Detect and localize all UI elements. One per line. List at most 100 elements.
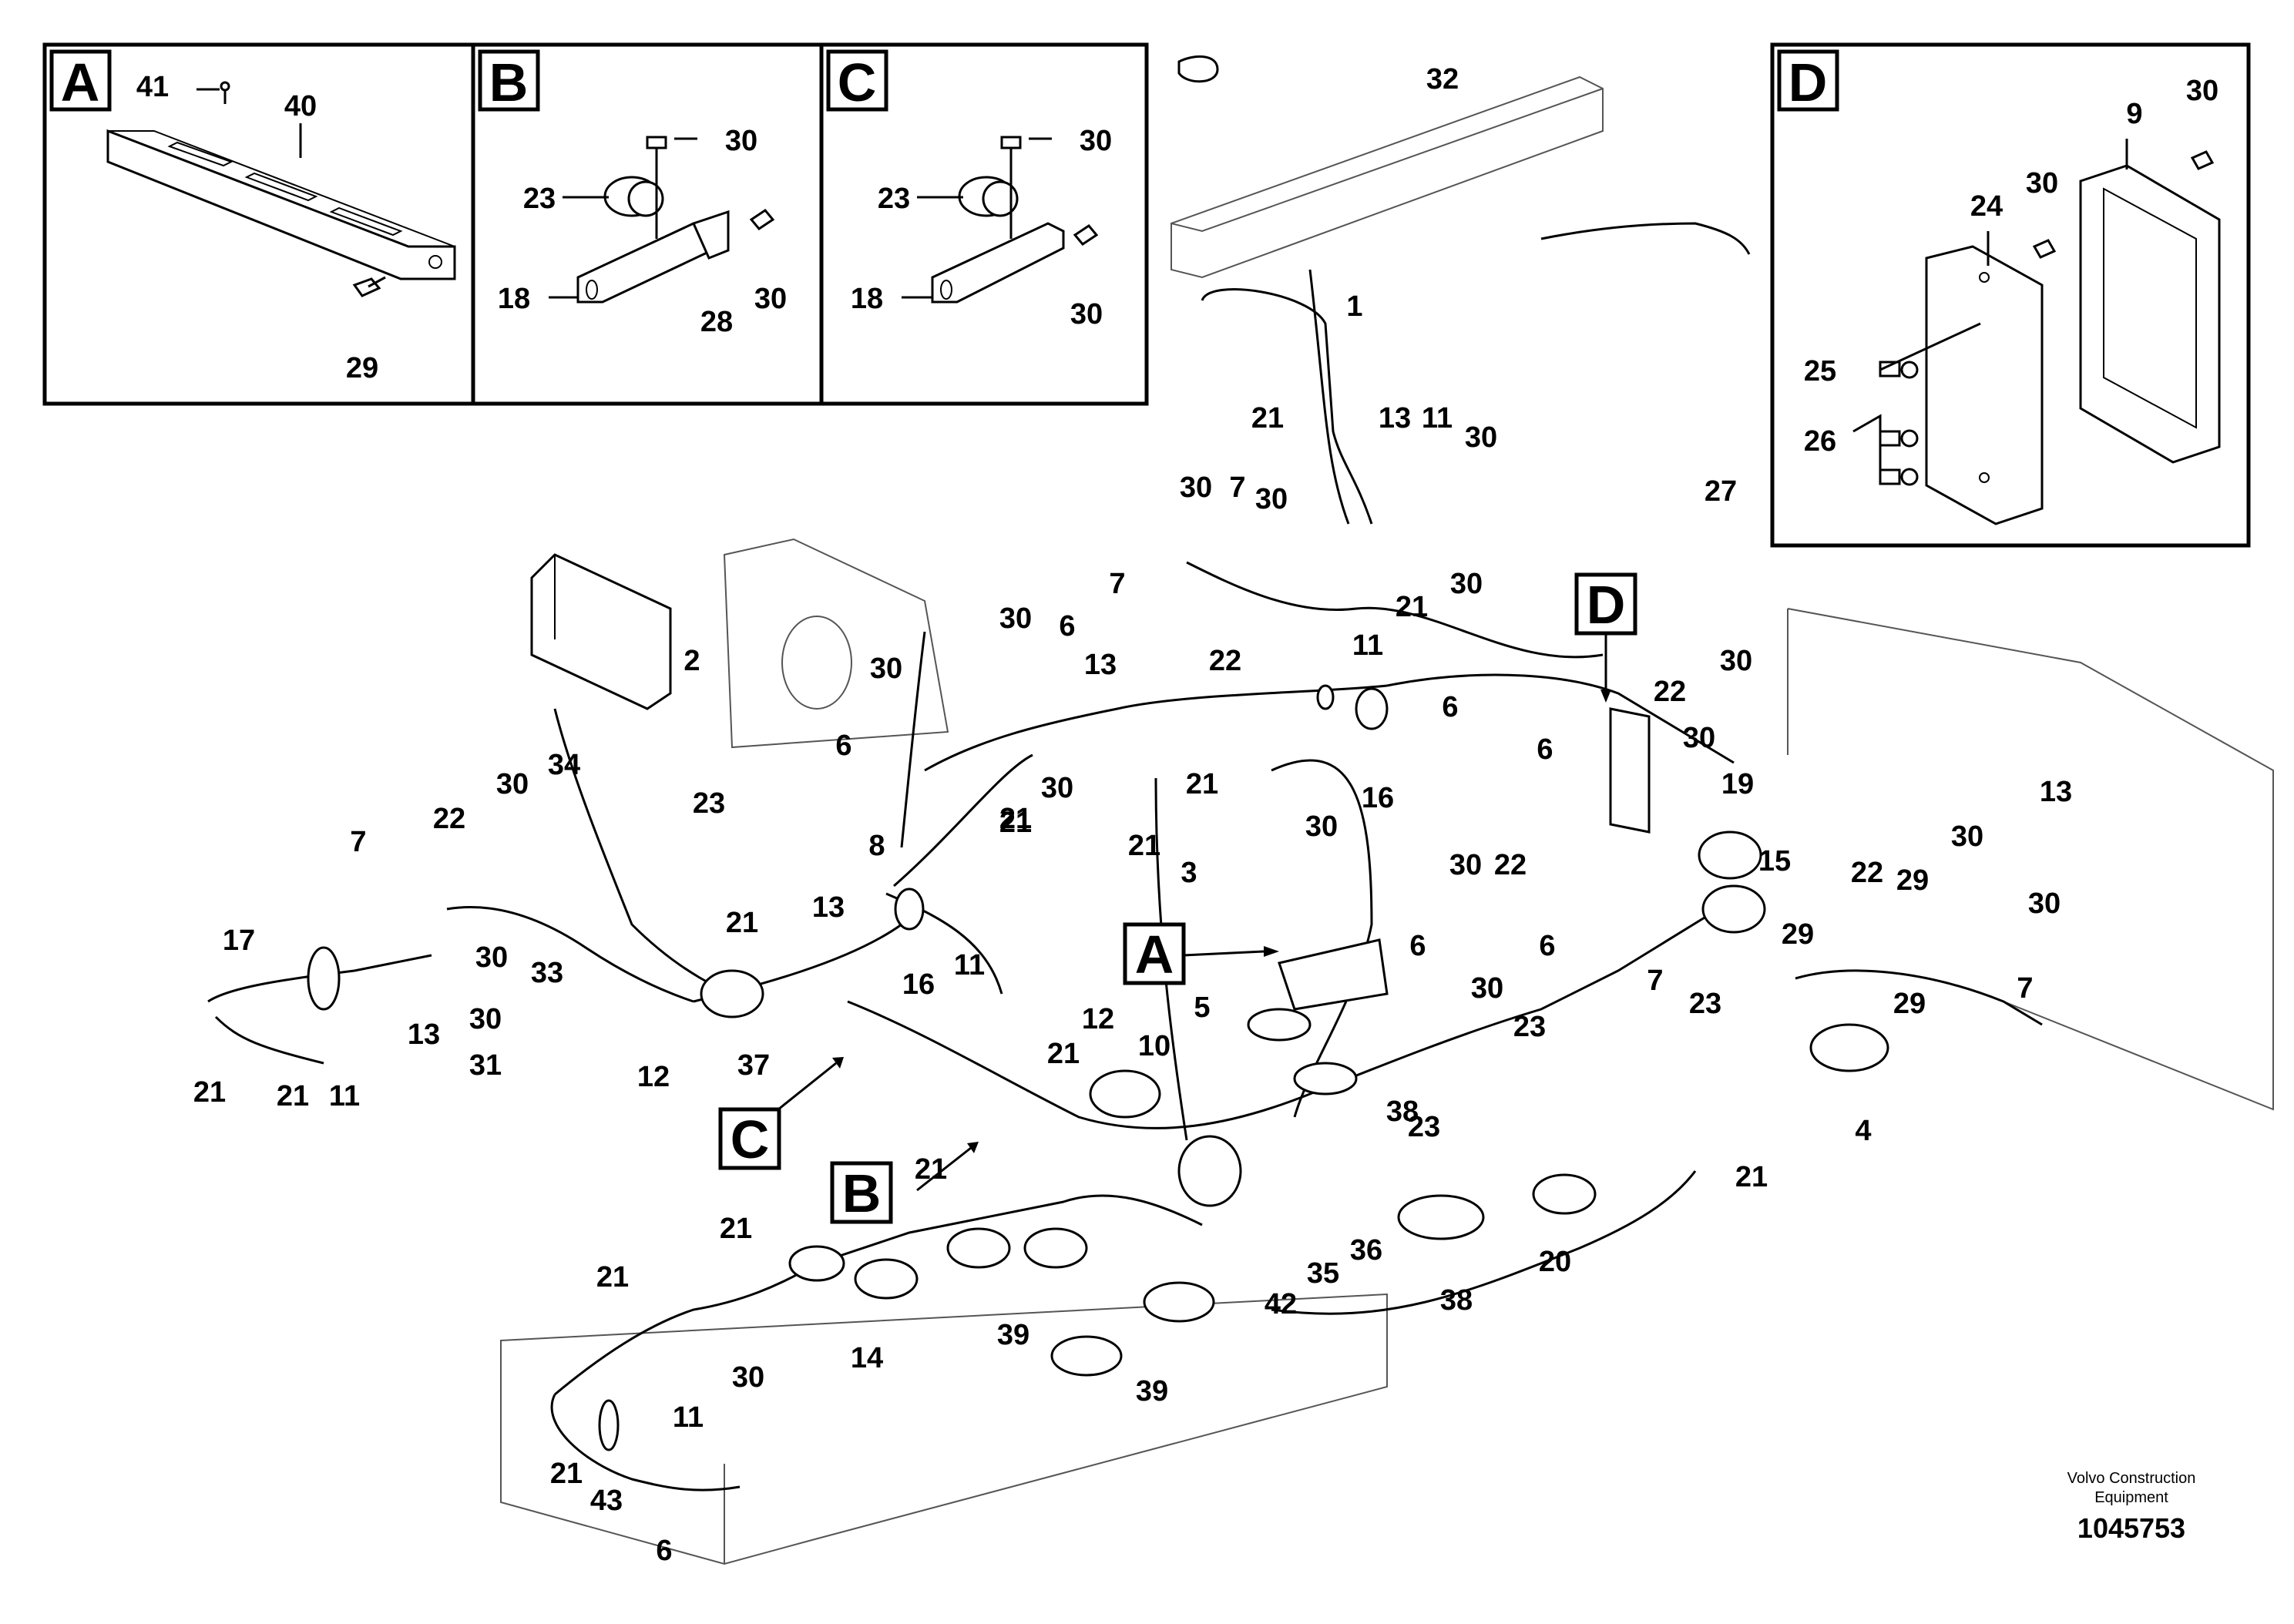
callout-d30a: 30 — [2186, 75, 2218, 107]
callout-m30f: 30 — [870, 653, 902, 685]
callout-m39b: 39 — [1136, 1375, 1168, 1408]
detail-ref-d: D — [1574, 572, 1637, 703]
callout-m29b: 29 — [1782, 918, 1814, 951]
callout-m27: 27 — [1705, 475, 1737, 508]
callout-m30p: 30 — [1471, 972, 1503, 1005]
callout-m22a: 22 — [1209, 645, 1241, 677]
callout-m42: 42 — [1265, 1288, 1297, 1320]
callout-m1: 1 — [1346, 290, 1362, 323]
callout-m35: 35 — [1307, 1257, 1339, 1290]
callout-m11a: 11 — [1422, 402, 1453, 435]
callout-m6d: 6 — [1537, 733, 1553, 766]
callout-m13a: 13 — [1379, 402, 1411, 435]
callout-d9: 9 — [2126, 98, 2142, 130]
callout-m17: 17 — [223, 924, 255, 957]
callout-m29c: 29 — [1893, 988, 1926, 1020]
callout-d25: 25 — [1804, 355, 1836, 388]
callout-c40: 40 — [284, 90, 317, 122]
callout-m37: 37 — [737, 1049, 770, 1082]
callout-d26: 26 — [1804, 425, 1836, 458]
callout-m30s: 30 — [732, 1361, 764, 1394]
callout-m30e: 30 — [1720, 645, 1752, 677]
callout-d24: 24 — [1970, 190, 2003, 223]
callout-m22b: 22 — [1494, 849, 1527, 881]
callout-m11c: 11 — [954, 949, 985, 981]
callout-m22c: 22 — [1654, 676, 1686, 708]
callout-c41: 41 — [136, 71, 169, 103]
callout-b23: 23 — [523, 183, 556, 215]
callout-m30i: 30 — [1683, 722, 1715, 754]
callout-m34: 34 — [548, 749, 580, 781]
detail-ref-letter-a: A — [1135, 924, 1174, 985]
callout-m30l: 30 — [1305, 810, 1338, 843]
callout-m32: 32 — [1426, 63, 1459, 96]
detail-ref-letter-d: D — [1587, 575, 1626, 635]
callout-m12a: 12 — [637, 1061, 670, 1093]
callout-cc18: 18 — [851, 283, 883, 315]
callout-m39a: 39 — [997, 1319, 1029, 1351]
callout-m13c: 13 — [812, 891, 845, 924]
callout-m30j: 30 — [496, 768, 529, 800]
callout-m7d: 7 — [2017, 972, 2033, 1005]
callout-m8: 8 — [868, 830, 885, 862]
callout-d30b: 30 — [2026, 167, 2058, 200]
callout-m13e: 13 — [408, 1018, 440, 1051]
callout-m6b: 6 — [835, 730, 851, 762]
callout-m23a: 23 — [693, 787, 725, 820]
callout-b30a: 30 — [725, 125, 757, 157]
callout-m30h: 30 — [1449, 849, 1482, 881]
callout-m30k: 30 — [1041, 772, 1073, 804]
detail-ref-b: B — [830, 1142, 979, 1224]
callout-m38a: 38 — [1386, 1096, 1419, 1128]
callout-m30g: 30 — [999, 602, 1032, 635]
callout-m10: 10 — [1138, 1030, 1171, 1062]
callout-m21c: 21 — [999, 807, 1032, 839]
callout-m30n: 30 — [1951, 820, 1983, 853]
detail-ref-c: C — [718, 1057, 844, 1170]
detail-box-letter-d: D — [1789, 52, 1828, 112]
callout-m30a: 30 — [1465, 421, 1497, 454]
callout-m6c: 6 — [1442, 691, 1458, 723]
callout-m11d: 11 — [329, 1080, 360, 1112]
callout-m20: 20 — [1539, 1246, 1571, 1278]
detail-box-letter-a: A — [61, 52, 100, 112]
callout-m21g: 21 — [726, 907, 758, 939]
callout-m11b: 11 — [1352, 629, 1383, 662]
callout-m22e: 22 — [1851, 857, 1883, 889]
callout-m23c: 23 — [1513, 1011, 1546, 1043]
detail-box-c: C — [819, 42, 1149, 406]
callout-m36: 36 — [1350, 1234, 1382, 1267]
callout-m5: 5 — [1194, 992, 1210, 1024]
callout-m31: 31 — [469, 1049, 502, 1082]
callout-m21e: 21 — [1128, 830, 1160, 862]
callout-m6a: 6 — [1059, 610, 1075, 643]
callout-m2: 2 — [683, 645, 700, 677]
callout-m21n: 21 — [596, 1261, 629, 1293]
callout-m30m: 30 — [475, 941, 508, 974]
callout-m13d: 13 — [2040, 776, 2072, 808]
callout-cc30a: 30 — [1080, 125, 1112, 157]
callout-m30r: 30 — [1471, 972, 1503, 1005]
detail-box-a: A — [42, 42, 475, 406]
callout-m12b: 12 — [1082, 1003, 1114, 1035]
callout-m11e: 11 — [673, 1401, 704, 1434]
callout-m6e: 6 — [1409, 930, 1426, 962]
callout-m15: 15 — [1758, 845, 1791, 877]
callout-m16b: 16 — [902, 968, 935, 1001]
footer-company-line2: Equipment — [2094, 1489, 2168, 1506]
callout-m21o: 21 — [550, 1458, 583, 1490]
machine-frame-outline — [500, 75, 2274, 1565]
callout-m7a: 7 — [1229, 471, 1245, 504]
callout-m21d: 21 — [1186, 768, 1218, 800]
callout-m14: 14 — [851, 1342, 883, 1374]
footer-company-line1: Volvo Construction — [2067, 1470, 2196, 1487]
detail-box-letter-c: C — [838, 52, 877, 112]
callout-m4: 4 — [1855, 1115, 1871, 1147]
callout-m13b: 13 — [1084, 649, 1117, 681]
callout-m30b: 30 — [1180, 471, 1212, 504]
callout-m38b: 38 — [1440, 1284, 1473, 1317]
grommets — [307, 55, 1889, 1451]
